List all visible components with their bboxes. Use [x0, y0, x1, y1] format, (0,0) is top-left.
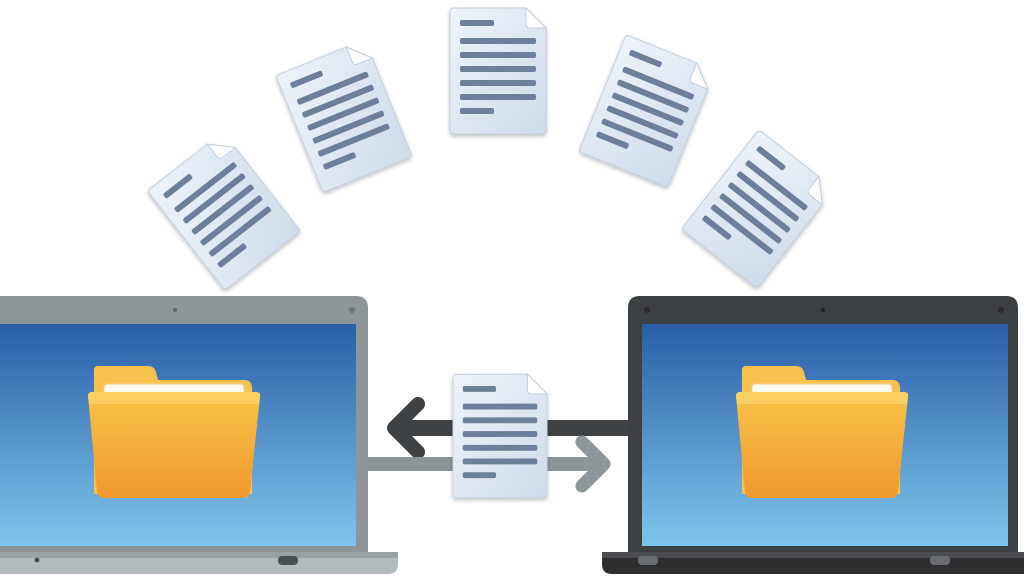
right-laptop	[602, 296, 1024, 574]
floating-documents	[146, 7, 836, 291]
document-icon	[452, 373, 548, 499]
right-laptop-camera	[821, 308, 825, 312]
left-laptop-port	[278, 556, 298, 565]
document-icon	[275, 39, 413, 193]
document-icon	[680, 129, 836, 289]
document-icon	[449, 7, 547, 135]
right-laptop-port	[638, 556, 658, 565]
left-laptop	[0, 296, 398, 574]
document-icon	[146, 131, 302, 291]
left-laptop-camera	[173, 308, 177, 312]
folder-icon	[87, 365, 261, 499]
folder-icon	[735, 365, 909, 499]
document-icon	[578, 34, 716, 188]
